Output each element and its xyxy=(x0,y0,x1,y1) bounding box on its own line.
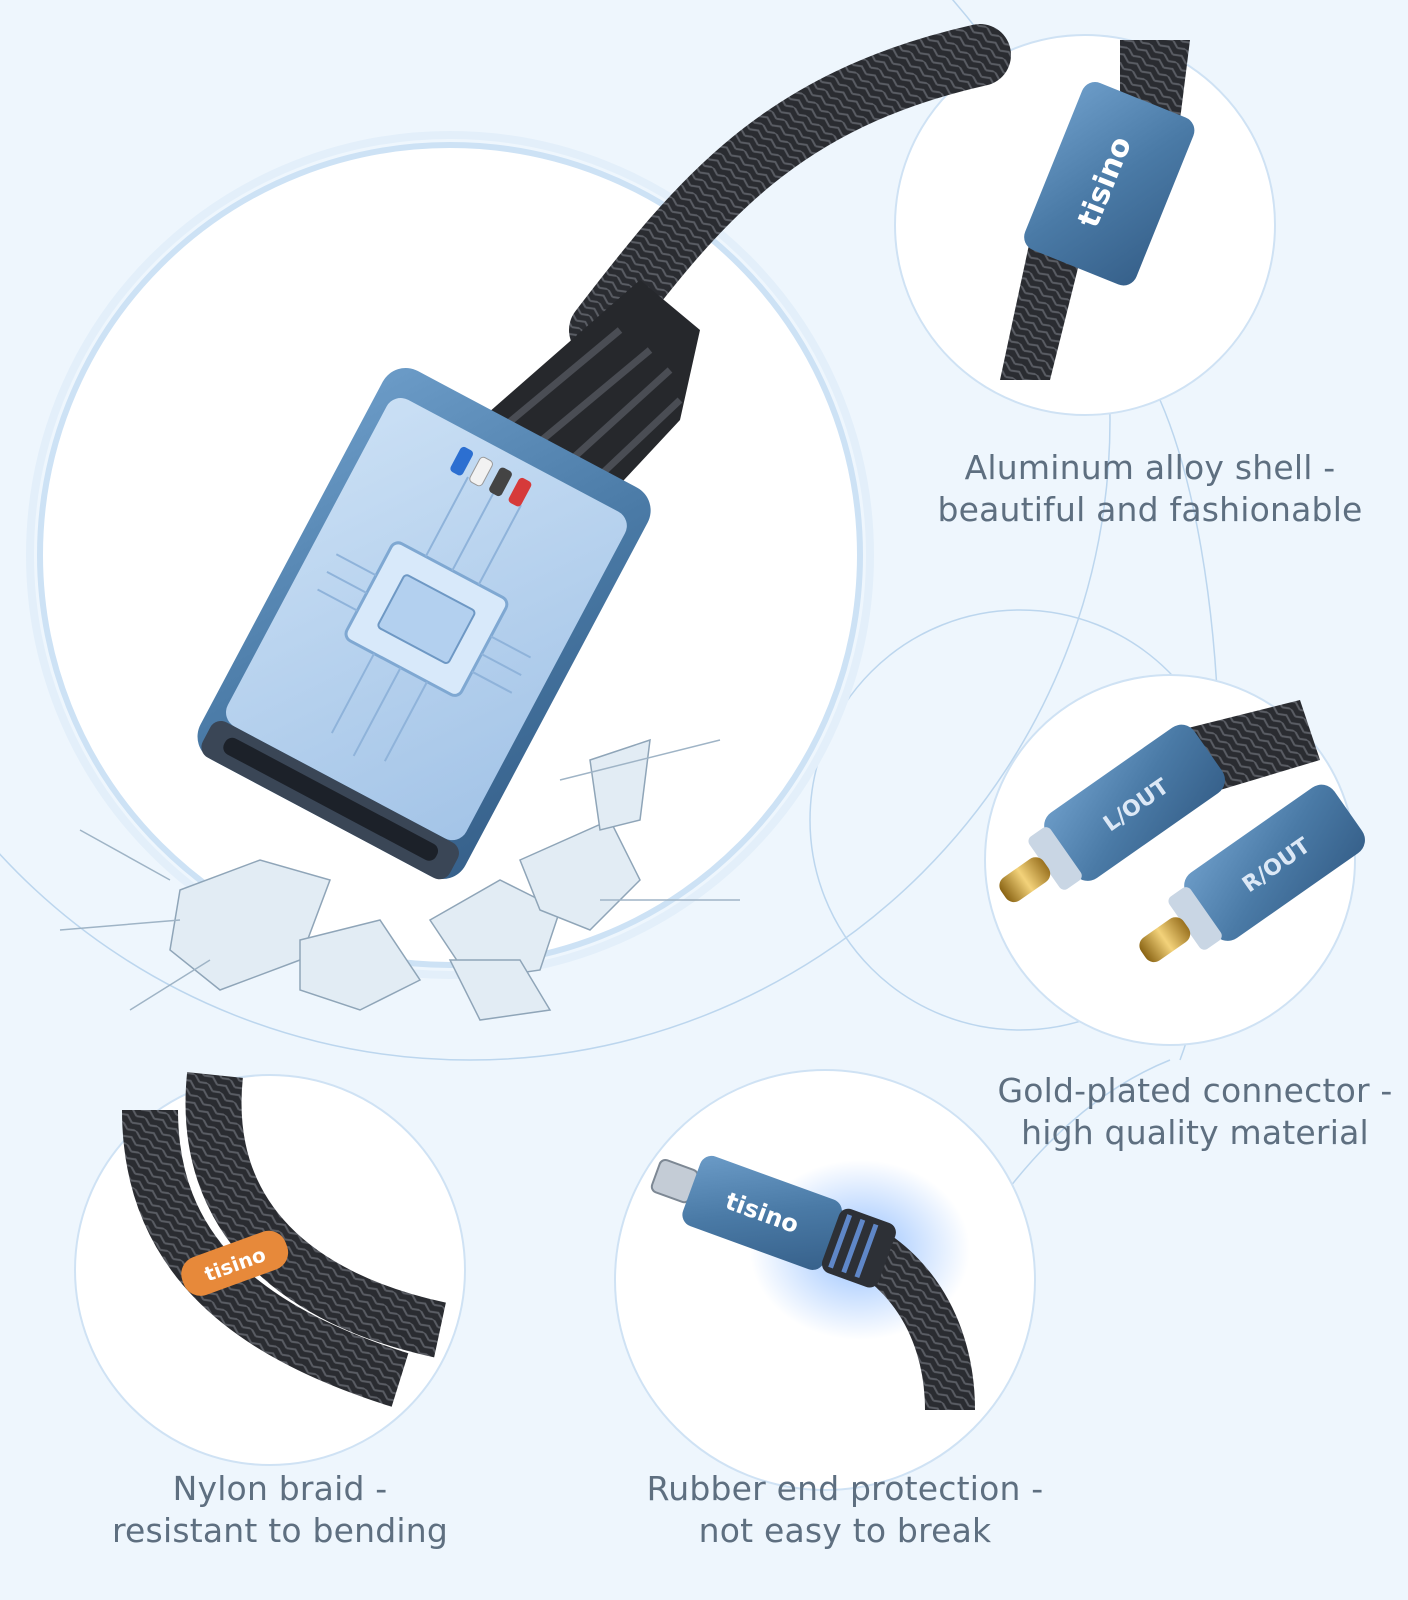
caption-aluminum-line2: beautiful and fashionable xyxy=(937,490,1363,529)
crack-debris xyxy=(59,738,740,1021)
caption-aluminum-line1: Aluminum alloy shell - xyxy=(964,448,1336,487)
rca-connectors: L/OUT R/OUT xyxy=(999,700,1365,963)
main-connector xyxy=(197,368,651,880)
caption-rubber-line1: Rubber end protection - xyxy=(646,1469,1044,1508)
main-cable xyxy=(440,24,1011,495)
rubber-end-connector: tisino xyxy=(650,1155,975,1411)
caption-gold-line2: high quality material xyxy=(1021,1113,1369,1152)
caption-rubber-end: Rubber end protection - not easy to brea… xyxy=(600,1468,1090,1552)
nylon-braid-cable: tisino xyxy=(122,1072,446,1407)
caption-gold-connector: Gold-plated connector - high quality mat… xyxy=(960,1070,1408,1154)
rca-left-plug: L/OUT xyxy=(999,724,1225,903)
caption-gold-line1: Gold-plated connector - xyxy=(997,1071,1393,1110)
caption-rubber-line2: not easy to break xyxy=(698,1511,992,1550)
caption-nylon-line2: resistant to bending xyxy=(112,1511,448,1550)
rca-right-plug: R/OUT xyxy=(1139,784,1365,963)
aluminum-connector: tisino xyxy=(1000,40,1195,380)
caption-aluminum-shell: Aluminum alloy shell - beautiful and fas… xyxy=(900,447,1400,531)
caption-nylon-braid: Nylon braid - resistant to bending xyxy=(60,1468,500,1552)
caption-nylon-line1: Nylon braid - xyxy=(172,1469,388,1508)
